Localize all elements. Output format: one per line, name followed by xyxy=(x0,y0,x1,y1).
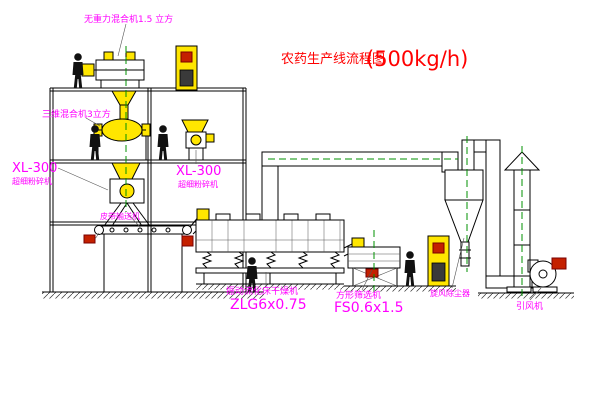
cyclone-label: 旋风除尘器 xyxy=(430,288,470,298)
gravity-mixer xyxy=(81,51,145,120)
dryer-name-label: 振动流化床干燥机 xyxy=(226,285,298,297)
sieve-model-label: FS0.6x1.5 xyxy=(334,300,404,316)
gravity-mixer-label: 无重力混合机1.5 立方 xyxy=(84,13,173,25)
exhaust-duct xyxy=(261,151,459,221)
control-cabinet-lower xyxy=(427,235,450,287)
worker-figure xyxy=(157,125,169,160)
building-structure xyxy=(49,87,247,292)
ground-hatching xyxy=(42,283,574,299)
mill-left-model-label: XL-300 xyxy=(12,161,57,176)
pulverizer-upper xyxy=(181,119,215,160)
cyclone-separator xyxy=(444,139,499,267)
pulverizer-lower xyxy=(103,162,151,227)
fan-label: 引风机 xyxy=(516,300,543,312)
belt-conveyor-label: 皮带输送机 xyxy=(100,211,140,221)
three-d-mixer-label: 三维混合机3立方 xyxy=(42,108,111,120)
diagram-title-capacity: (500kg/h) xyxy=(366,47,468,71)
worker-figure xyxy=(72,53,84,88)
leader-lines xyxy=(57,23,542,301)
diagram-title: 农药生产线流程图 xyxy=(281,52,385,67)
dryer-model-label: ZLG6x0.75 xyxy=(230,297,307,313)
belt-conveyor xyxy=(83,214,207,292)
three-d-mixer xyxy=(93,118,151,160)
mill-center-name-label: 超细粉碎机 xyxy=(178,179,218,189)
induced-draft-fan xyxy=(485,139,567,293)
mill-left-name-label: 超细粉碎机 xyxy=(12,176,52,186)
mill-center-model-label: XL-300 xyxy=(176,164,221,179)
worker-figure xyxy=(404,251,416,286)
control-cabinet-upper xyxy=(175,45,198,91)
centerlines xyxy=(125,46,523,296)
sieve-name-label: 方形筛选机 xyxy=(336,289,381,301)
